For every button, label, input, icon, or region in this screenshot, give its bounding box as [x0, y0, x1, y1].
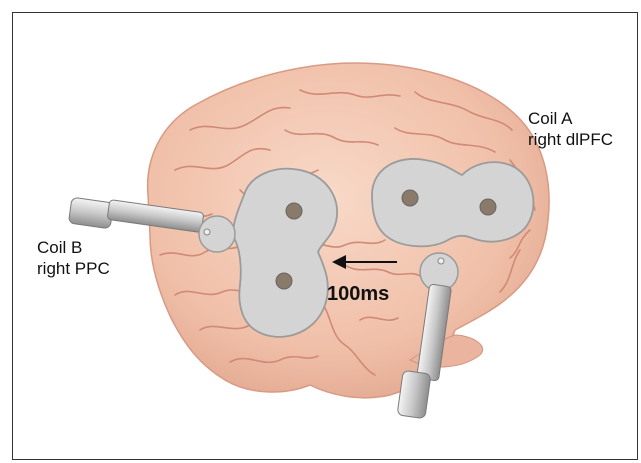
coil-a-name: Coil A [528, 108, 613, 129]
coil-hole-icon [286, 203, 302, 219]
delay-label: 100ms [327, 283, 389, 306]
coil-a-label: Coil A right dlPFC [528, 108, 613, 150]
figure-eight-coil-icon [372, 159, 533, 246]
coil-b-target: right PPC [37, 258, 110, 279]
coil-hole-icon [276, 273, 292, 289]
coil-hole-icon [402, 190, 418, 206]
coil-a-target: right dlPFC [528, 129, 613, 150]
coil-b-name: Coil B [37, 237, 110, 258]
coil-hole-icon [480, 199, 496, 215]
coil-b-label: Coil B right PPC [37, 237, 110, 279]
